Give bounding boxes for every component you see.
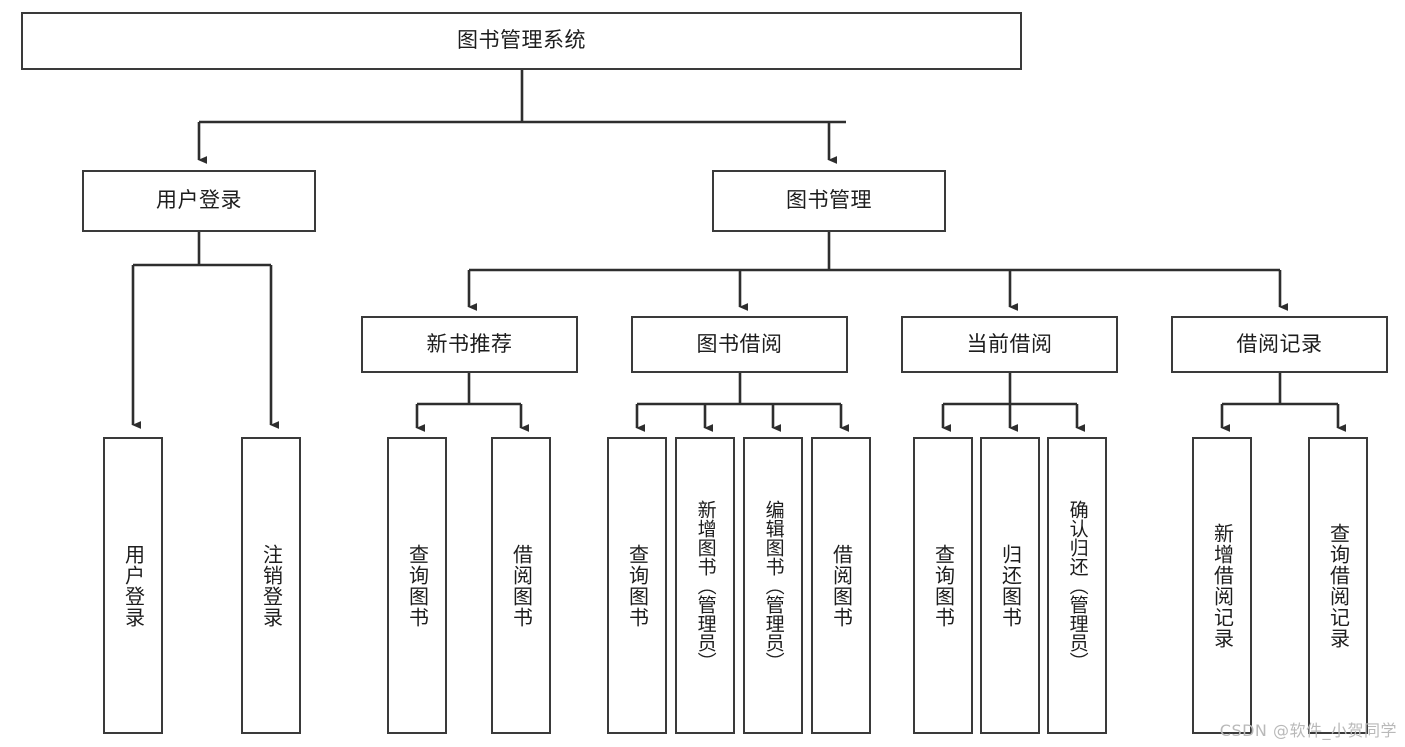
node-root-label: 图书管理系统 [457, 28, 586, 53]
node-leaf-user-login[interactable]: 用户登录 [103, 437, 163, 734]
node-leaf-borrow-book-2[interactable]: 借阅图书 [811, 437, 871, 734]
node-new-book-recommend[interactable]: 新书推荐 [361, 316, 578, 373]
node-leaf-query-book-3[interactable]: 查询图书 [913, 437, 973, 734]
node-book-management[interactable]: 图书管理 [712, 170, 946, 232]
node-leaf-borrow-book-1-label: 借阅图书 [509, 543, 534, 628]
node-borrow-record-label: 借阅记录 [1236, 331, 1323, 356]
node-leaf-logout[interactable]: 注销登录 [241, 437, 301, 734]
node-user-login-label: 用户登录 [156, 188, 242, 213]
node-current-borrow-label: 当前借阅 [966, 331, 1053, 356]
watermark-text: CSDN @软件_小贺同学 [1219, 721, 1397, 740]
node-leaf-logout-label: 注销登录 [259, 543, 284, 628]
node-leaf-borrow-book-1[interactable]: 借阅图书 [491, 437, 551, 734]
node-leaf-confirm-return-label: 确认归还（管理员） [1066, 500, 1089, 671]
node-borrow-record[interactable]: 借阅记录 [1171, 316, 1388, 373]
node-leaf-query-record[interactable]: 查询借阅记录 [1308, 437, 1368, 734]
node-leaf-user-login-label: 用户登录 [121, 543, 146, 628]
node-book-borrow[interactable]: 图书借阅 [631, 316, 848, 373]
node-new-book-recommend-label: 新书推荐 [426, 331, 513, 356]
node-leaf-add-record[interactable]: 新增借阅记录 [1192, 437, 1252, 734]
node-leaf-confirm-return[interactable]: 确认归还（管理员） [1047, 437, 1107, 734]
node-user-login[interactable]: 用户登录 [82, 170, 316, 232]
node-leaf-query-book-2-label: 查询图书 [625, 543, 650, 628]
node-leaf-query-record-label: 查询借阅记录 [1326, 522, 1351, 649]
node-leaf-add-book-label: 新增图书（管理员） [694, 500, 717, 671]
node-book-borrow-label: 图书借阅 [696, 331, 783, 356]
node-leaf-edit-book[interactable]: 编辑图书（管理员） [743, 437, 803, 734]
node-book-management-label: 图书管理 [786, 188, 872, 213]
node-leaf-query-book-2[interactable]: 查询图书 [607, 437, 667, 734]
node-root[interactable]: 图书管理系统 [21, 12, 1022, 70]
node-leaf-return-book[interactable]: 归还图书 [980, 437, 1040, 734]
node-leaf-query-book-1[interactable]: 查询图书 [387, 437, 447, 734]
node-leaf-borrow-book-2-label: 借阅图书 [829, 543, 854, 628]
node-leaf-query-book-1-label: 查询图书 [405, 543, 430, 628]
node-leaf-return-book-label: 归还图书 [998, 543, 1023, 628]
node-leaf-edit-book-label: 编辑图书（管理员） [762, 500, 785, 671]
node-current-borrow[interactable]: 当前借阅 [901, 316, 1118, 373]
node-leaf-add-record-label: 新增借阅记录 [1210, 522, 1235, 649]
node-leaf-add-book[interactable]: 新增图书（管理员） [675, 437, 735, 734]
node-leaf-query-book-3-label: 查询图书 [931, 543, 956, 628]
